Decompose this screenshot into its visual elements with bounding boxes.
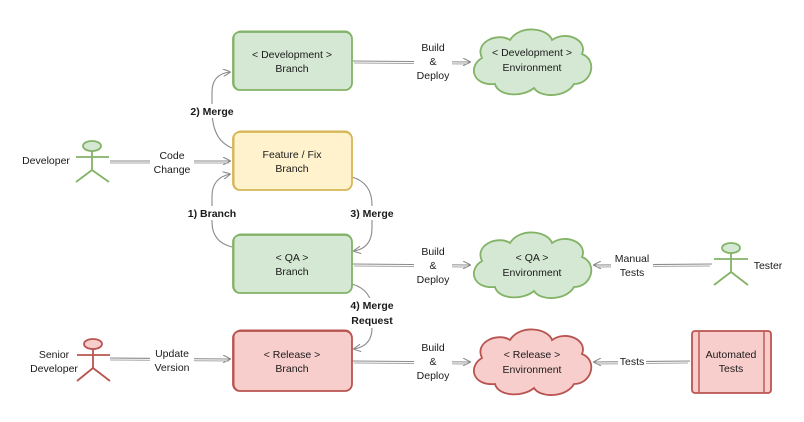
development-environment-line2: Environment <box>503 62 562 74</box>
development-branch-box: < Development > Branch <box>232 30 353 91</box>
branch-1-label: 1) Branch <box>184 206 240 220</box>
svg-text:Deploy: Deploy <box>417 274 450 286</box>
edge-dev-build-deploy <box>351 61 470 62</box>
release-build-deploy-label: Build & Deploy <box>414 340 452 382</box>
senior-developer-actor <box>76 338 111 382</box>
svg-text:Update: Update <box>155 348 189 360</box>
development-branch-line2: Branch <box>275 63 308 75</box>
release-environment-cloud: < Release > Environment <box>473 328 593 396</box>
svg-text:Version: Version <box>154 362 189 374</box>
development-branch-line1: < Development > <box>252 49 332 61</box>
developer-label: Developer <box>22 155 70 167</box>
senior-developer-label-line2: Developer <box>30 363 78 375</box>
automated-tests-line2: Tests <box>719 363 744 375</box>
qa-branch-line1: < QA > <box>276 252 309 264</box>
svg-text:Tests: Tests <box>620 267 645 279</box>
qa-environment-line2: Environment <box>503 267 562 279</box>
release-branch-box: < Release > Branch <box>232 329 353 392</box>
svg-text:4) Merge: 4) Merge <box>350 300 393 312</box>
svg-text:3) Merge: 3) Merge <box>350 208 393 220</box>
merge-2-label: 2) Merge <box>188 104 238 118</box>
automated-tests-line1: Automated <box>706 349 757 361</box>
manual-tests-label: Manual Tests <box>611 251 653 279</box>
svg-text:Tests: Tests <box>620 356 645 368</box>
merge-request-4-label: 4) Merge Request <box>346 298 398 328</box>
qa-branch-box: < QA > Branch <box>232 233 353 294</box>
svg-text:Request: Request <box>351 315 393 327</box>
development-environment-line1: < Development > <box>492 47 572 59</box>
svg-text:&: & <box>429 56 436 68</box>
svg-text:Build: Build <box>421 342 445 354</box>
tester-label: Tester <box>754 260 783 272</box>
svg-text:Manual: Manual <box>615 253 649 265</box>
merge-3-label: 3) Merge <box>346 206 398 220</box>
qa-branch-line2: Branch <box>275 266 308 278</box>
development-environment-cloud: < Development > Environment <box>473 28 593 96</box>
svg-text:&: & <box>429 260 436 272</box>
release-environment-line2: Environment <box>503 364 562 376</box>
feature-branch-line2: Branch <box>275 163 308 175</box>
feature-fix-branch-box: Feature / Fix Branch <box>232 130 353 191</box>
svg-text:Build: Build <box>421 42 445 54</box>
svg-text:Deploy: Deploy <box>417 70 450 82</box>
dev-build-deploy-label: Build & Deploy <box>414 40 452 82</box>
qa-environment-line1: < QA > <box>516 252 549 264</box>
svg-text:&: & <box>429 356 436 368</box>
qa-build-deploy-label: Build & Deploy <box>414 243 452 286</box>
qa-environment-cloud: < QA > Environment <box>473 231 593 299</box>
code-change-label: Code Change <box>150 148 194 176</box>
tests-label: Tests <box>618 354 646 368</box>
svg-text:Build: Build <box>421 246 445 258</box>
edge-feature-to-dev <box>211 72 233 149</box>
feature-branch-line1: Feature / Fix <box>263 149 323 161</box>
svg-text:1) Branch: 1) Branch <box>188 208 236 220</box>
tester-actor <box>713 242 749 286</box>
release-environment-line1: < Release > <box>504 349 561 361</box>
release-branch-line2: Branch <box>275 363 308 375</box>
svg-text:Deploy: Deploy <box>417 370 450 382</box>
automated-tests-box: Automated Tests <box>691 330 772 394</box>
svg-text:Change: Change <box>154 164 191 176</box>
senior-developer-label-line1: Senior <box>39 349 70 361</box>
svg-text:2) Merge: 2) Merge <box>190 106 233 118</box>
edge-qa-build-deploy <box>351 264 470 265</box>
developer-actor <box>75 140 110 183</box>
edge-release-build-deploy <box>351 361 470 362</box>
update-version-label: Update Version <box>150 345 194 374</box>
release-branch-line1: < Release > <box>264 349 321 361</box>
svg-text:Code: Code <box>159 150 184 162</box>
